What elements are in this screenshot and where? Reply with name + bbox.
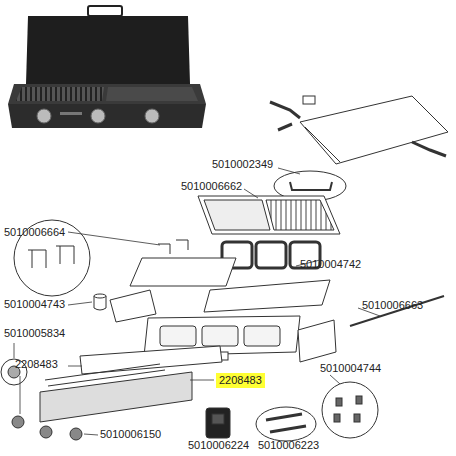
leader-lines	[14, 168, 380, 435]
callout-number: 5010002349	[212, 158, 273, 171]
callout-number: 5010004742	[300, 258, 361, 271]
callout-number: 5010006224	[188, 439, 249, 452]
highlighted-callout: 2208483	[216, 373, 265, 388]
callout-number: 5010006664	[4, 226, 65, 239]
callout-number: 5010004743	[4, 298, 65, 311]
callout-number: 2208483	[15, 358, 58, 371]
parts-linework	[1, 96, 448, 441]
callout-number: 5010006223	[258, 439, 319, 452]
product-photo	[8, 6, 206, 128]
callout-number: 5010006662	[181, 180, 242, 193]
callout-number: 5010006663	[362, 299, 423, 312]
callout-number: 5010005834	[4, 327, 65, 340]
callout-number: 2208483	[219, 374, 262, 386]
callout-number: 5010006150	[100, 428, 161, 441]
callout-number: 5010004744	[320, 362, 381, 375]
